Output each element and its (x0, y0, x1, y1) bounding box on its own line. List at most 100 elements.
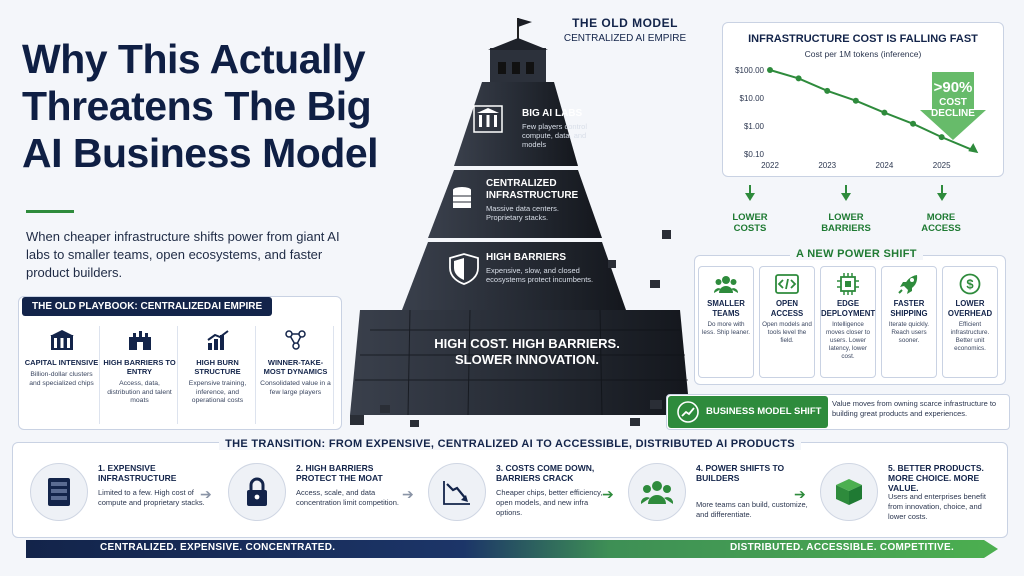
playbook-card-barriers: HIGH BARRIERS TO ENTRY Access, data, dis… (102, 326, 178, 424)
arrow-down-icon (841, 193, 851, 201)
data-point (852, 97, 859, 104)
pyramid-base-caption: HIGH COST. HIGH BARRIERS. SLOWER INNOVAT… (432, 336, 622, 368)
step-desc: Users and enterprises benefit from innov… (888, 492, 986, 521)
playbook-card-burn: HIGH BURN STRUCTURE Expensive training, … (180, 326, 256, 424)
chip-icon (835, 273, 861, 295)
shift-card-lower-overhead: $ LOWER OVERHEAD Efficient infrastructur… (942, 266, 998, 378)
playbook-card-winner: WINNER-TAKE-MOST DYNAMICS Consolidated v… (258, 326, 334, 424)
effect-more-access: MORE ACCESS (921, 212, 961, 234)
castle-icon (125, 328, 155, 352)
group-icon (628, 463, 686, 521)
step-title: 2. HIGH BARRIERS PROTECT THE MOAT (296, 463, 383, 483)
centralized-to-distributed-bar (26, 540, 998, 558)
code-icon (774, 273, 800, 295)
shift-card-desc: Efficient infrastructure. Better unit ec… (950, 321, 990, 352)
server-icon (30, 463, 88, 521)
database-icon (453, 187, 471, 208)
shift-card-edge: EDGE DEPLOYMENT Intelligence moves close… (820, 266, 876, 378)
base-caption-line2: SLOWER INNOVATION. (455, 352, 599, 367)
tier-barriers: HIGH BARRIERS Expensive, slow, and close… (486, 252, 616, 284)
arrow-right-icon: ➔ (794, 486, 806, 502)
dollar-icon: $ (957, 273, 983, 295)
step-desc: Cheaper chips, better efficiency, open m… (496, 488, 603, 517)
y-tick-label: $10.00 (740, 94, 765, 103)
rocket-icon (896, 273, 922, 295)
old-model-subtitle: CENTRALIZED AI EMPIRE (563, 33, 687, 44)
lock-icon (228, 463, 286, 521)
effect-lower-barriers: LOWER BARRIERS (821, 212, 871, 234)
trend-down-icon (428, 463, 486, 521)
step-title: 3. COSTS COME DOWN, BARRIERS CRACK (496, 463, 595, 483)
shift-card-open-access: OPEN ACCESS Open models and tools level … (759, 266, 815, 378)
arrow-stem (941, 185, 943, 193)
data-point (824, 87, 831, 94)
building-icon (47, 328, 77, 352)
arrow-right-icon: ➔ (402, 486, 414, 502)
playbook-card-desc: Access, data, distribution and talent mo… (107, 380, 172, 404)
arrow-right-icon: ➔ (602, 486, 614, 502)
tier-infrastructure: CENTRALIZED INFRASTRUCTURE Massive data … (486, 178, 596, 222)
shift-card-desc: Do more with less. Ship leaner. (702, 321, 750, 336)
shift-card-title: LOWER OVERHEAD (947, 299, 993, 318)
shift-card-title: SMALLER TEAMS (707, 299, 745, 318)
growth-chart-icon (677, 401, 699, 423)
x-tick-label: 2025 (933, 161, 951, 170)
x-tick-label: 2022 (761, 161, 779, 170)
x-tick-label: 2024 (876, 161, 894, 170)
tier-desc: Massive data centers. Proprietary stacks… (486, 204, 559, 222)
tier-big-labs: BIG AI LABS Few players control compute,… (522, 108, 594, 149)
cost-chart-subtitle: Cost per 1M tokens (inference) (804, 49, 922, 59)
network-icon (281, 328, 311, 352)
team-icon (713, 273, 739, 295)
bank-icon (473, 105, 503, 133)
series-arrowhead (968, 143, 979, 154)
decline-callout: >90% COST DECLINE (920, 72, 986, 140)
old-model-title: THE OLD MODEL (572, 16, 678, 30)
callout-line1: COST (939, 97, 967, 108)
arrow-down-icon (745, 193, 755, 201)
arrow-stem (749, 185, 751, 193)
cube-icon (820, 463, 878, 521)
playbook-card-desc: Consolidated value in a few large player… (260, 380, 331, 396)
transition-title-text: THE TRANSITION: FROM EXPENSIVE, CENTRALI… (219, 438, 801, 450)
playbook-card-capital: CAPITAL INTENSIVE Billion-dollar cluster… (24, 326, 100, 424)
arrow-right-icon: ➔ (200, 486, 212, 502)
step-desc: More teams can build, customize, and dif… (696, 500, 808, 519)
title-divider (26, 210, 74, 213)
step-desc: Access, scale, and data concentration li… (296, 488, 399, 507)
shift-card-title: OPEN ACCESS (770, 299, 804, 318)
series-line (769, 69, 971, 150)
data-point (910, 120, 917, 127)
base-caption-line1: HIGH COST. HIGH BARRIERS. (434, 336, 620, 351)
tier-desc: Few players control compute, data, and m… (522, 122, 588, 149)
playbook-card-title: CAPITAL INTENSIVE (24, 358, 99, 367)
old-playbook-panel (18, 296, 342, 430)
shift-card-title: EDGE DEPLOYMENT (821, 299, 876, 318)
step-desc: Limited to a few. High cost of compute a… (98, 488, 205, 507)
shield-icon (449, 253, 479, 285)
y-tick-label: $100.00 (735, 66, 764, 75)
tier-title: HIGH BARRIERS (486, 252, 567, 263)
transition-title: THE TRANSITION: FROM EXPENSIVE, CENTRALI… (12, 438, 1008, 450)
shift-card-desc: Open models and tools level the field. (762, 321, 812, 344)
burn-chart-icon (203, 328, 233, 352)
bar-left-label: CENTRALIZED. EXPENSIVE. CONCENTRATED. (100, 542, 336, 553)
playbook-card-title: HIGH BARRIERS TO ENTRY (103, 358, 176, 376)
callout-value: >90% (934, 79, 973, 96)
data-point (795, 75, 802, 82)
playbook-card-desc: Billion-dollar clusters and specialized … (29, 371, 94, 387)
x-tick-label: 2023 (818, 161, 836, 170)
y-tick-label: $0.10 (744, 150, 765, 159)
playbook-card-title: WINNER-TAKE-MOST DYNAMICS (263, 358, 328, 376)
data-point (938, 134, 945, 141)
shift-card-title: FASTER SHIPPING (890, 299, 928, 318)
old-playbook-heading: THE OLD PLAYBOOK: CENTRALIZEDAI EMPIRE (22, 297, 273, 316)
power-shift-title: A NEW POWER SHIFT (790, 248, 923, 260)
tier-title: CENTRALIZED INFRASTRUCTURE (486, 178, 579, 201)
cost-chart-title: INFRASTRUCTURE COST IS FALLING FAST (748, 33, 978, 45)
shift-card-smaller-teams: SMALLER TEAMS Do more with less. Ship le… (698, 266, 754, 378)
callout-line2: DECLINE (931, 108, 975, 119)
shift-card-faster-shipping: FASTER SHIPPING Iterate quickly. Reach u… (881, 266, 937, 378)
pyramid-illustration (350, 18, 696, 427)
page-title: Why This Actually Threatens The Big AI B… (22, 36, 379, 176)
